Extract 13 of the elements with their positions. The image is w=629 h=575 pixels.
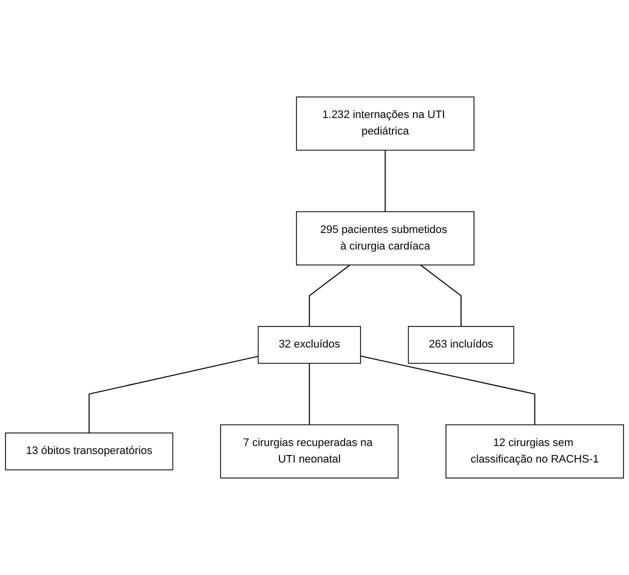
connector [308, 264, 350, 326]
node-box: 32 excluídos [258, 326, 361, 364]
node-box: 13 óbitos transoperatórios [5, 432, 174, 470]
node-box: 295 pacientes submetidos à cirurgia cardíaca [296, 211, 474, 266]
connector [360, 356, 536, 425]
node-box: 12 cirurgias sem classificação no RACHS-1 [446, 424, 624, 478]
node-box: 263 incluídos [408, 326, 514, 364]
connector [88, 356, 258, 433]
node-box: 7 cirurgias recuperadas na UTI neonatal [220, 424, 399, 478]
connector [308, 363, 310, 425]
node-box: 1.232 internações na UTI pediátrica [296, 96, 474, 151]
connector [384, 150, 386, 212]
connector [420, 264, 462, 326]
